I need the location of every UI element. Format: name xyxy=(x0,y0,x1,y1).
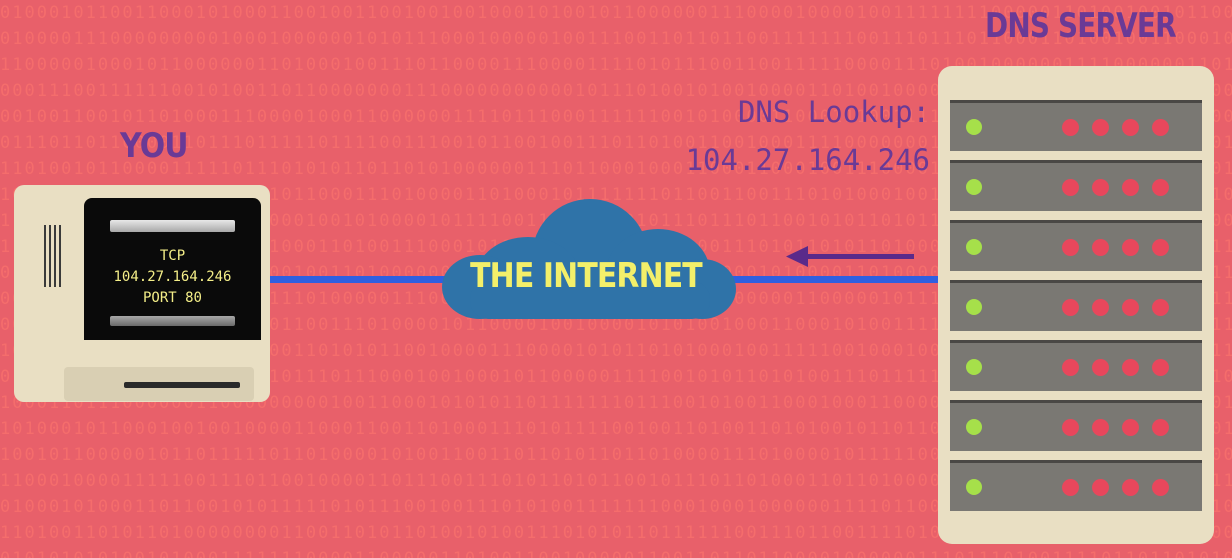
dns-lookup-title: DNS Lookup: xyxy=(737,95,930,129)
screen-line-ip: 104.27.164.246 xyxy=(113,269,232,285)
wire-internet-to-dns xyxy=(728,276,940,283)
red-led-icon xyxy=(1062,239,1079,256)
cloud-icon xyxy=(442,199,736,319)
red-led-icon xyxy=(1122,419,1139,436)
green-led-icon xyxy=(966,239,982,255)
red-led-icon xyxy=(1092,359,1109,376)
red-led-icon xyxy=(1122,359,1139,376)
green-led-icon xyxy=(966,359,982,375)
red-led-icon xyxy=(1152,119,1169,136)
screen-bar-top xyxy=(110,220,235,232)
green-led-icon xyxy=(966,299,982,315)
disk-slot xyxy=(124,382,240,388)
red-led-icon xyxy=(1062,479,1079,496)
server-rack xyxy=(950,100,1202,151)
screen-bar-bottom xyxy=(110,316,235,326)
server-rack xyxy=(950,280,1202,331)
red-led-icon xyxy=(1152,239,1169,256)
label-dns-server: DNS SERVER xyxy=(985,6,1177,46)
computer-screen: TCP 104.27.164.246 PORT 80 xyxy=(84,198,261,348)
green-led-icon xyxy=(966,119,982,135)
red-led-icon xyxy=(1092,299,1109,316)
red-led-icon xyxy=(1092,419,1109,436)
green-led-icon xyxy=(966,419,982,435)
server-rack xyxy=(950,460,1202,511)
server-rack xyxy=(950,160,1202,211)
red-led-icon xyxy=(1122,239,1139,256)
dns-lookup-label: DNS Lookup: 104.27.164.246 xyxy=(660,88,930,184)
left-arrow-icon xyxy=(786,246,914,267)
server-rack xyxy=(950,340,1202,391)
server-icon xyxy=(938,66,1214,544)
red-led-icon xyxy=(1152,359,1169,376)
wire-you-to-internet xyxy=(268,276,448,283)
red-led-icon xyxy=(1122,479,1139,496)
red-led-icon xyxy=(1062,299,1079,316)
red-led-icon xyxy=(1152,179,1169,196)
red-led-icon xyxy=(1092,479,1109,496)
screen-text: TCP 104.27.164.246 PORT 80 xyxy=(84,246,261,309)
red-led-icon xyxy=(1122,179,1139,196)
red-led-icon xyxy=(1062,419,1079,436)
server-rack xyxy=(950,220,1202,271)
red-led-icon xyxy=(1122,299,1139,316)
red-led-icon xyxy=(1092,239,1109,256)
screen-line-port: PORT 80 xyxy=(142,290,202,306)
red-led-icon xyxy=(1092,119,1109,136)
dns-lookup-ip: 104.27.164.246 xyxy=(685,143,930,177)
red-led-icon xyxy=(1062,359,1079,376)
red-led-icon xyxy=(1062,119,1079,136)
red-led-icon xyxy=(1092,179,1109,196)
red-led-icon xyxy=(1152,479,1169,496)
red-led-icon xyxy=(1152,299,1169,316)
computer-vent xyxy=(44,225,64,287)
disk-drive xyxy=(64,367,254,401)
red-led-icon xyxy=(1122,119,1139,136)
internet-label: THE INTERNET xyxy=(470,256,703,296)
green-led-icon xyxy=(966,179,982,195)
green-led-icon xyxy=(966,479,982,495)
computer-base xyxy=(14,340,270,402)
computer-icon: TCP 104.27.164.246 PORT 80 xyxy=(14,185,270,360)
server-rack xyxy=(950,400,1202,451)
label-you: YOU xyxy=(120,126,189,166)
red-led-icon xyxy=(1062,179,1079,196)
red-led-icon xyxy=(1152,419,1169,436)
screen-line-protocol: TCP xyxy=(159,248,186,264)
